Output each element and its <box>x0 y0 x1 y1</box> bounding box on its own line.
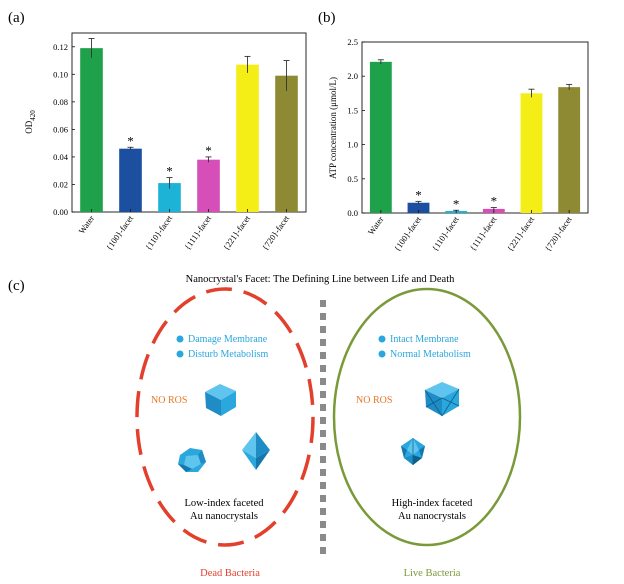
panel-label-b: (b) <box>318 10 336 26</box>
left-item-1: Damage Membrane <box>188 334 268 345</box>
right-item-2: Normal Metabolism <box>390 349 471 360</box>
y-tick-label: 0.0 <box>347 208 358 218</box>
bar <box>407 202 430 213</box>
bar <box>369 61 392 213</box>
bar <box>119 148 142 212</box>
cube-crystal-icon <box>205 384 236 416</box>
right-item-1: Intact Membrane <box>390 334 459 345</box>
bar <box>558 87 581 213</box>
bar <box>520 93 543 213</box>
significance-star: * <box>491 194 498 209</box>
y-tick-label: 2.5 <box>347 37 358 47</box>
high-index-polyhedron-crystal-icon <box>401 438 425 465</box>
live-bacteria-outline <box>332 287 522 547</box>
dead-bacteria-outline <box>135 287 315 547</box>
x-tick-label: {100}-facet <box>104 213 136 252</box>
x-tick-label: {110}-facet <box>143 213 174 252</box>
x-tick-label: {720}-facet <box>543 214 575 253</box>
x-tick-label: Water <box>366 214 386 236</box>
significance-star: * <box>127 133 134 148</box>
significance-star: * <box>453 196 460 211</box>
y-tick-label: 0.10 <box>53 69 68 79</box>
y-tick-label: 2.0 <box>347 71 358 81</box>
x-tick-label: {111}-facet <box>468 214 499 253</box>
x-tick-label: {111}-facet <box>182 213 213 252</box>
bullet-icon <box>378 350 386 358</box>
right-desc-line1: High-index faceted <box>392 498 474 509</box>
significance-star: * <box>166 164 173 179</box>
y-tick-label: 0.5 <box>347 174 358 184</box>
bullet-icon <box>176 350 184 358</box>
panel-label-c: (c) <box>8 278 25 294</box>
plot-frame <box>71 32 307 213</box>
y-tick-label: 0.12 <box>53 42 68 52</box>
dead-bacteria-label: Dead Bacteria <box>200 568 260 579</box>
x-tick-label: {720}-facet <box>260 213 292 252</box>
y-tick-label: 0.00 <box>53 207 68 217</box>
y-tick-label: 0.06 <box>53 124 68 134</box>
left-no-ros: NO ROS <box>151 395 187 406</box>
rhombic-dodecahedron-crystal-icon <box>178 448 206 472</box>
x-tick-label: {221}-facet <box>505 214 537 253</box>
bullet-icon <box>176 335 184 343</box>
significance-star: * <box>205 143 212 158</box>
right-no-ros: NO ROS <box>356 395 392 406</box>
schematic-title: Nanocrystal's Facet: The Defining Line b… <box>186 274 456 285</box>
y-tick-label: 0.04 <box>53 152 69 162</box>
bar <box>158 183 181 212</box>
y-tick-label: 1.0 <box>347 140 358 150</box>
left-desc-line1: Low-index faceted <box>184 498 264 509</box>
plot-frame <box>361 41 589 214</box>
y-axis-label: OD420 <box>24 110 37 134</box>
octahedron-crystal-icon <box>242 432 270 470</box>
bar <box>80 48 103 213</box>
y-tick-label: 0.02 <box>53 179 68 189</box>
panel-label-a: (a) <box>8 10 25 26</box>
significance-star: * <box>415 187 422 202</box>
left-desc-line2: Au nanocrystals <box>190 511 258 522</box>
bar <box>197 159 220 212</box>
right-desc-line2: Au nanocrystals <box>398 511 466 522</box>
live-bacteria-label: Live Bacteria <box>404 568 461 579</box>
x-tick-label: {221}-facet <box>221 213 253 252</box>
y-tick-label: 1.5 <box>347 105 358 115</box>
y-axis-label: ATP concentration (μmol/L) <box>328 77 338 179</box>
left-item-2: Disturb Metabolism <box>188 349 268 360</box>
bar <box>275 75 298 212</box>
y-tick-label: 0.08 <box>53 97 68 107</box>
schematic-c: Nanocrystal's Facet: The Defining Line b… <box>135 274 522 579</box>
bullet-icon <box>378 335 386 343</box>
x-tick-label: {110}-facet <box>430 214 461 253</box>
x-tick-label: Water <box>76 213 96 235</box>
x-tick-label: {100}-facet <box>392 214 424 253</box>
bar <box>236 64 259 213</box>
high-index-cube-crystal-icon <box>424 382 460 417</box>
